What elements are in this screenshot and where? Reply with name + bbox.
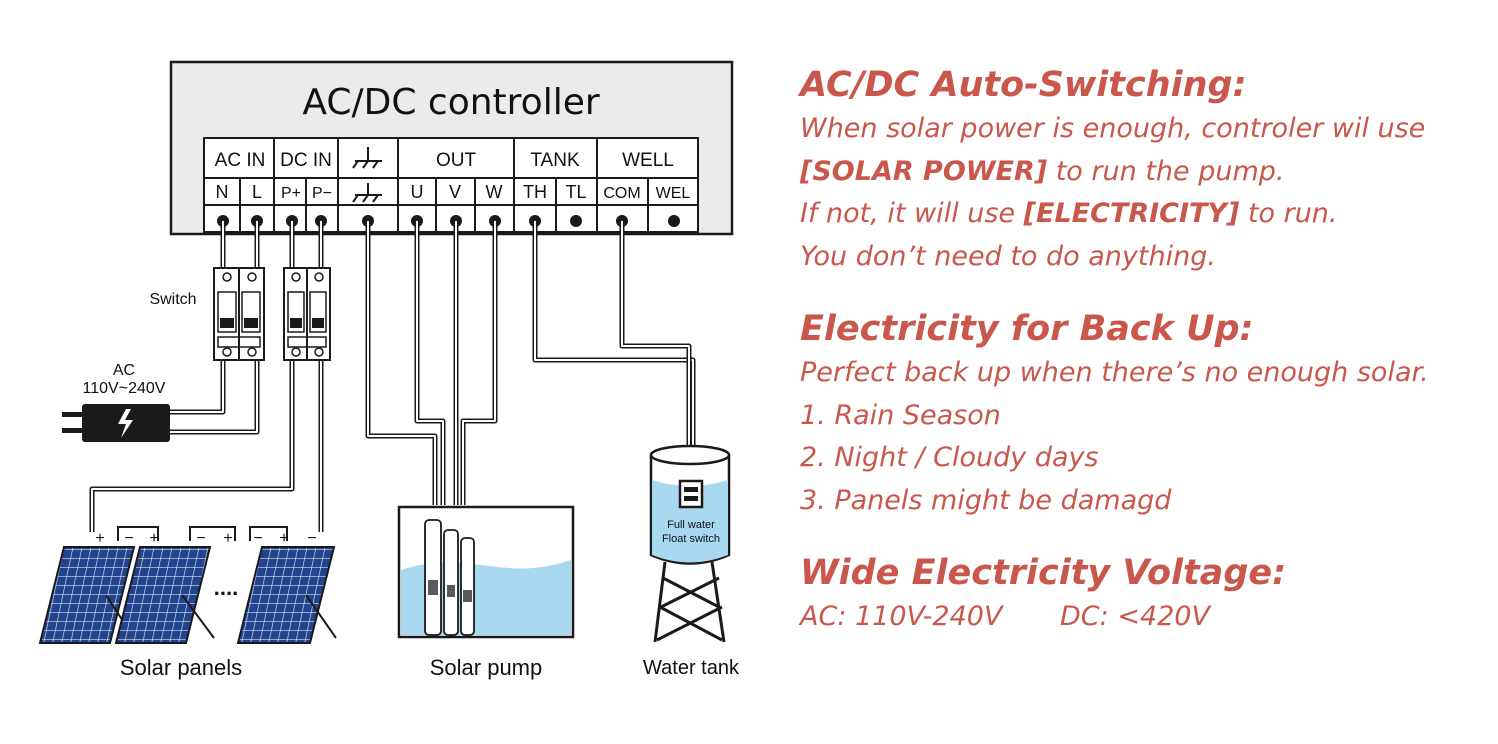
panel-plus-terminal: + <box>279 530 288 547</box>
info-text: to run the pump. <box>1047 155 1285 187</box>
terminal-u: U <box>411 182 424 202</box>
terminal-p-minus: P− <box>312 185 332 202</box>
section-title-backup: Electricity for Back Up: <box>800 309 1254 349</box>
panel-plus-terminal: + <box>149 530 158 547</box>
dc-voltage: DC: <420V <box>1060 601 1210 632</box>
float-switch-label-2: Float switch <box>662 533 720 545</box>
info-emphasis: [SOLAR POWER] <box>800 155 1048 187</box>
info-line: [SOLAR POWER] to run the pump. <box>800 151 1490 194</box>
ground-icon <box>352 183 382 203</box>
group-dc-in: DC IN <box>280 150 332 171</box>
controller-title: AC/DC controller <box>302 82 599 123</box>
info-panel: AC/DC Auto-Switching: When solar power i… <box>800 62 1490 639</box>
group-ac-in: AC IN <box>215 150 266 171</box>
info-list-item: 1. Rain Season <box>800 399 1001 431</box>
panel-minus-terminal: − <box>253 530 262 547</box>
terminal-p-plus: P+ <box>281 185 301 202</box>
lightning-icon <box>118 409 133 438</box>
panel-minus-terminal: − <box>124 530 133 547</box>
section-title-auto-switching: AC/DC Auto-Switching: <box>800 65 1247 105</box>
solar-pump-label: Solar pump <box>430 655 543 680</box>
panel-minus-terminal: − <box>307 530 316 547</box>
terminal-n: N <box>216 182 229 202</box>
float-switch-label-1: Full water <box>667 519 715 531</box>
terminal-wel: WEL <box>656 185 691 202</box>
voltage-line: AC: 110V-240V DC: <420V <box>800 596 1490 639</box>
info-list-item: 2. Night / Cloudy days <box>800 442 1099 473</box>
info-line: When solar power is enough, controler wi… <box>800 113 1426 144</box>
terminal-com: COM <box>603 185 640 202</box>
ac-breaker-switch <box>213 267 265 361</box>
group-tank: TANK <box>530 150 580 171</box>
info-line: You don’t need to do anything. <box>800 240 1216 272</box>
info-text: to run. <box>1239 198 1338 229</box>
info-list-item: 3. Panels might be damagd <box>800 484 1172 516</box>
ac-label: AC <box>113 362 135 379</box>
panel-minus-terminal: − <box>196 530 205 547</box>
dc-breaker-switch <box>283 267 331 361</box>
info-line: If not, it will use [ELECTRICITY] to run… <box>800 193 1490 236</box>
section-title-voltage: Wide Electricity Voltage: <box>800 553 1287 593</box>
terminal-th: TH <box>523 182 547 202</box>
more-panels-dots: .... <box>214 575 238 600</box>
wiring-diagram: AC/DC controller AC IN DC IN OUT TANK WE… <box>38 60 740 680</box>
panel-plus-terminal: + <box>223 530 232 547</box>
terminal-w: W <box>486 182 503 202</box>
info-line: Perfect back up when there’s no enough s… <box>800 357 1429 388</box>
solar-panels: + − + − + − + − .... <box>38 526 337 644</box>
controller-box: AC/DC controller AC IN DC IN OUT TANK WE… <box>169 60 734 236</box>
solar-panels-label: Solar panels <box>120 655 242 680</box>
ground-icon <box>352 147 382 169</box>
terminal-tl: TL <box>565 182 586 202</box>
water-tank: Full water Float switch <box>649 444 731 643</box>
group-out: OUT <box>436 150 477 171</box>
info-emphasis: [ELECTRICITY] <box>1023 198 1240 229</box>
switch-label: Switch <box>149 291 196 308</box>
solar-pump <box>397 505 575 639</box>
ac-range-label: 110V~240V <box>83 380 166 397</box>
info-text: If not, it will use <box>800 198 1024 229</box>
ac-voltage: AC: 110V-240V <box>800 601 1003 632</box>
wires <box>89 221 696 532</box>
ac-plug: AC 110V~240V <box>62 362 170 442</box>
terminal-l: L <box>252 182 262 202</box>
terminal-v: V <box>449 182 461 202</box>
water-tank-label: Water tank <box>643 657 740 679</box>
panel-plus-terminal: + <box>95 530 104 547</box>
float-switch-icon <box>678 479 704 509</box>
group-well: WELL <box>622 150 674 171</box>
